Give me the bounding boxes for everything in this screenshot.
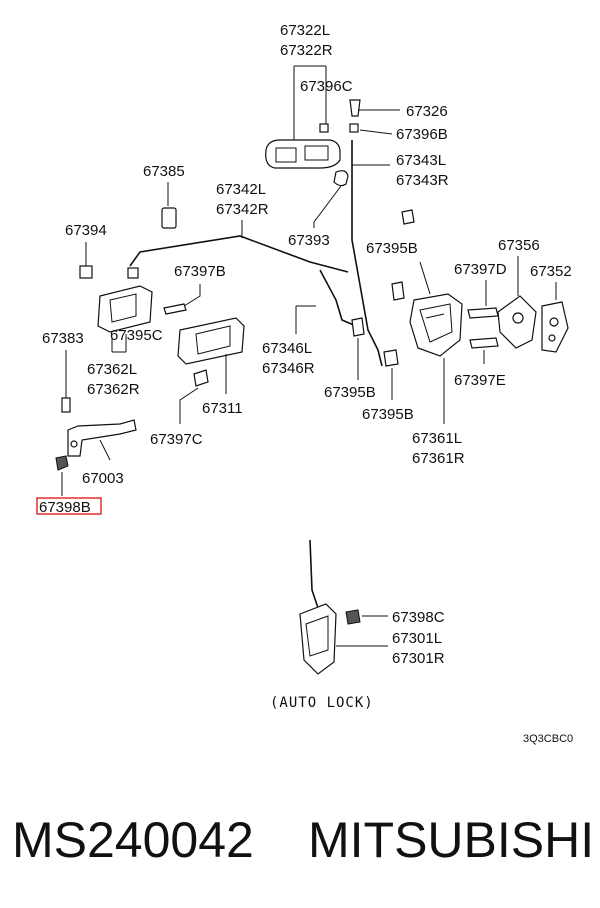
label-67397C: 67397C — [150, 431, 203, 448]
label-auto-lock: (AUTO LOCK) — [270, 695, 374, 711]
label-67356: 67356 — [498, 237, 540, 254]
leader-67396B — [359, 129, 393, 135]
label-67346R: 67346R — [262, 360, 315, 377]
label-67396C: 67396C — [300, 78, 353, 95]
leader-67397C — [179, 387, 199, 424]
inside-handle-group: 67311 67397C — [150, 317, 245, 448]
left-upper-group: 67385 67342L 67342R 67394 67397B 67395C … — [42, 163, 269, 413]
screw-67397C — [193, 369, 209, 387]
leader-67003 — [99, 439, 111, 461]
label-67385: 67385 — [143, 163, 185, 180]
label-67343L: 67343L — [396, 152, 446, 169]
label-67395B-low: 67395B — [362, 406, 414, 423]
leader-67322 — [293, 65, 327, 150]
shim-67352 — [541, 301, 569, 353]
rod-67342 — [129, 235, 349, 273]
bolt-67398C — [345, 609, 361, 625]
striker-hole — [512, 312, 524, 324]
diagram-code: 3Q3CBC0 — [523, 733, 573, 745]
highlight-box-67398B — [36, 497, 102, 515]
clip-67395B-mid — [351, 317, 365, 337]
check-link-hole — [70, 440, 78, 448]
screw-67397D — [467, 307, 499, 319]
label-67394: 67394 — [65, 222, 107, 239]
label-67301R: 67301R — [392, 650, 445, 667]
part-number: MS240042 — [12, 812, 254, 868]
bolt-67398B — [55, 455, 69, 471]
label-67342L: 67342L — [216, 181, 266, 198]
screw-67397B — [163, 303, 187, 315]
label-67397B: 67397B — [174, 263, 226, 280]
leader-67397B — [183, 284, 201, 307]
label-67362L: 67362L — [87, 361, 137, 378]
brand-name: MITSUBISHI — [308, 812, 595, 868]
clip-67396C — [319, 123, 329, 133]
clip-67396B — [349, 123, 359, 133]
label-67322R: 67322R — [280, 42, 333, 59]
center-label-group: 67346L 67346R 67395B 67395B — [262, 305, 414, 423]
label-67395B-top: 67395B — [366, 240, 418, 257]
label-67398B: 67398B — [39, 499, 91, 516]
auto-lock-group: 67398C 67301L 67301R (AUTO LOCK) — [270, 539, 445, 711]
shim-hole-1 — [549, 317, 559, 327]
clip-67395C — [127, 267, 139, 279]
label-67395B-mid: 67395B — [324, 384, 376, 401]
connector-top — [401, 209, 415, 225]
actuator-detail — [305, 615, 329, 657]
rod-67343 — [351, 140, 383, 367]
check-link-group: 67003 67398B — [36, 419, 137, 516]
latch-rod — [419, 261, 431, 295]
bracket-67362 — [97, 285, 153, 333]
leader-67393 — [313, 185, 342, 228]
check-link-67003 — [67, 419, 137, 457]
clip-67395B-low — [383, 349, 399, 367]
label-67361R: 67361R — [412, 450, 465, 467]
label-67362R: 67362R — [87, 381, 140, 398]
label-67342R: 67342R — [216, 201, 269, 218]
label-67361L: 67361L — [412, 430, 462, 447]
inside-handle-67311 — [177, 317, 245, 365]
label-67398C: 67398C — [392, 609, 445, 626]
outside-handle-detail — [275, 145, 329, 163]
label-67311: 67311 — [202, 400, 243, 417]
screw-67397E — [469, 337, 499, 349]
lock-cylinder-67326 — [349, 99, 361, 117]
label-67343R: 67343R — [396, 172, 449, 189]
clip-67395B-top — [391, 281, 405, 301]
latch-detail — [419, 303, 453, 343]
bracket-67362-detail — [109, 293, 137, 323]
label-67003: 67003 — [82, 470, 124, 487]
shim-hole-2 — [548, 334, 556, 342]
latch-group: 67395B 67361L 67361R 67356 67397D 67352 … — [366, 209, 572, 467]
inside-handle-detail — [195, 325, 231, 355]
outside-handle-group: 67322L 67322R 67396C 67326 67396B 67343L… — [265, 22, 449, 189]
label-67301L: 67301L — [392, 630, 442, 647]
grommet-67393 — [333, 170, 349, 187]
label-67346L: 67346L — [262, 340, 312, 357]
label-67352: 67352 — [530, 263, 572, 280]
label-67395C: 67395C — [110, 327, 163, 344]
leader-67346 — [295, 305, 316, 334]
label-67397D: 67397D — [454, 261, 507, 278]
clip-67385 — [161, 207, 177, 229]
rod-group: 67393 — [129, 140, 383, 367]
label-67396B: 67396B — [396, 126, 448, 143]
outside-handle-67322 — [265, 139, 341, 169]
label-67322L: 67322L — [280, 22, 330, 39]
label-67326: 67326 — [406, 103, 448, 120]
rod-67346 — [319, 269, 357, 327]
latch-67361 — [409, 293, 463, 357]
label-67393: 67393 — [288, 232, 330, 249]
footer: MS240042 MITSUBISHI — [0, 800, 600, 880]
label-67397E: 67397E — [454, 372, 506, 389]
label-67383: 67383 — [42, 330, 84, 347]
actuator-rod — [309, 539, 319, 609]
leader-67362 — [111, 334, 127, 353]
knob-67383 — [61, 397, 71, 413]
clip-67394 — [79, 265, 93, 279]
actuator-67301 — [299, 603, 337, 675]
